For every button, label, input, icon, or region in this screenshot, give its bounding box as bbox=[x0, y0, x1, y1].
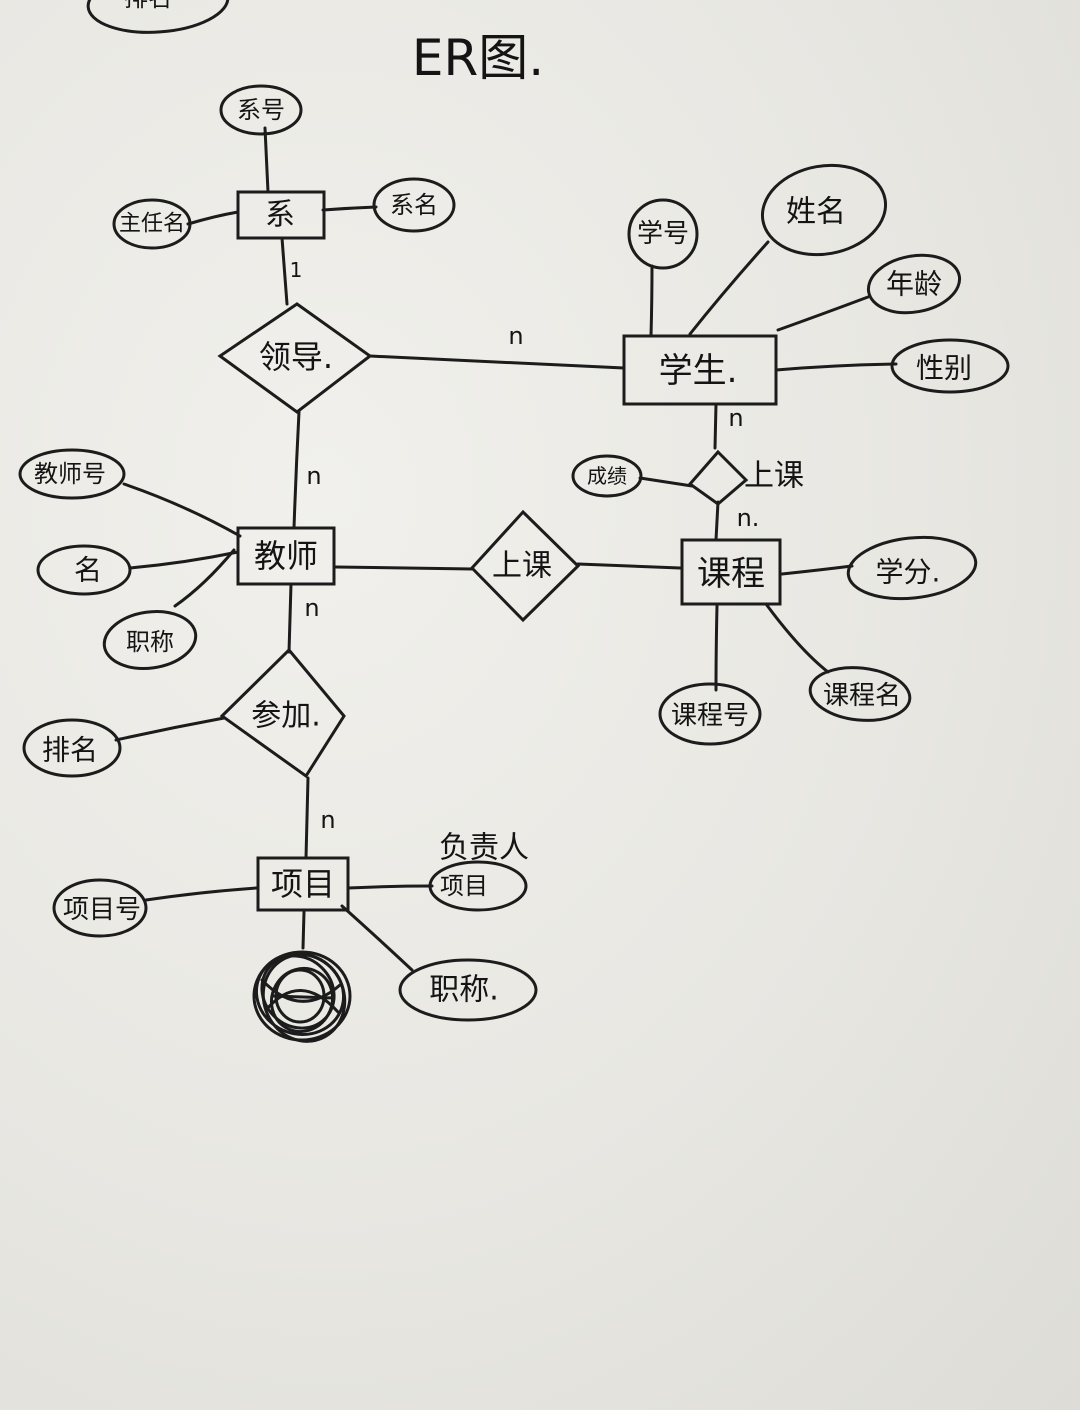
attr-p-no-label: 项目号 bbox=[63, 895, 141, 925]
attr-dept-no-label: 系号 bbox=[237, 96, 285, 124]
entity-student-label: 学生. bbox=[659, 351, 738, 391]
attr-rank-ellipse bbox=[22, 718, 122, 778]
attr-stu-age-label: 年龄 bbox=[886, 268, 942, 301]
card-attend-course: n. bbox=[737, 504, 760, 532]
entity-teacher-label: 教师 bbox=[254, 537, 318, 575]
attr-dept-head-ellipse bbox=[112, 198, 192, 250]
attr-p-lead-label: 项目 bbox=[440, 872, 488, 900]
attr-p-lead-ellipse bbox=[428, 860, 528, 912]
entity-course-label: 课程 bbox=[697, 554, 765, 594]
attr-c-credit-ellipse bbox=[846, 535, 978, 601]
entity-course-box bbox=[680, 538, 782, 606]
rel-lead-diamond bbox=[217, 302, 373, 414]
card-join-project: n bbox=[320, 806, 335, 834]
connector-lines bbox=[114, 126, 898, 972]
attr-t-name-ellipse bbox=[36, 544, 132, 596]
attr-dept-head-label: 主任名 bbox=[119, 212, 185, 237]
attr-t-name-label: 名 bbox=[74, 554, 102, 587]
attr-dept-name-ellipse bbox=[372, 177, 456, 233]
attr-score-label: 成绩 bbox=[587, 464, 627, 488]
card-student-attend: n bbox=[728, 404, 743, 432]
attr-stu-sex-label: 性别 bbox=[916, 352, 972, 385]
attr-stu-sex-ellipse bbox=[890, 338, 1010, 394]
attr-c-name-ellipse bbox=[808, 666, 912, 722]
card-lead-teacher: n bbox=[306, 462, 321, 490]
rel-lead-label: 领导. bbox=[259, 338, 333, 376]
attr-c-no-label: 课程号 bbox=[671, 701, 749, 731]
entity-teacher-box bbox=[236, 526, 336, 586]
rel-attend-diamond bbox=[687, 449, 749, 506]
card-teacher-join: n bbox=[304, 594, 319, 622]
attr-p-title-label: 职称. bbox=[429, 973, 499, 1008]
attr-cut-top-ellipse bbox=[86, 0, 230, 34]
rel-attend-label: 上课 bbox=[744, 459, 804, 494]
scribbled-attribute bbox=[252, 950, 352, 1043]
entity-dept-label: 系 bbox=[265, 198, 295, 233]
attr-t-no-ellipse bbox=[18, 448, 126, 500]
attr-cut-top-label: 排名 bbox=[124, 0, 172, 12]
attr-c-no-ellipse bbox=[658, 682, 762, 746]
rel-teach-label: 上课 bbox=[492, 549, 552, 584]
attr-c-name-label: 课程名 bbox=[823, 681, 901, 711]
card-dept-lead: 1 bbox=[290, 258, 303, 282]
attr-c-credit-label: 学分. bbox=[876, 556, 941, 589]
attr-stu-name-label: 姓名 bbox=[786, 195, 846, 230]
attr-t-title-label: 职称 bbox=[126, 628, 174, 656]
rel-teach-diamond bbox=[469, 509, 581, 623]
attr-score-ellipse bbox=[571, 454, 643, 498]
attr-p-title-ellipse bbox=[398, 958, 538, 1022]
attr-stu-no-ellipse bbox=[627, 198, 699, 270]
entity-project-box bbox=[256, 856, 350, 912]
attr-stu-no-label: 学号 bbox=[637, 219, 689, 249]
entity-student-box bbox=[622, 334, 778, 406]
rel-join-diamond bbox=[219, 647, 346, 779]
card-lead-student: n bbox=[508, 322, 523, 350]
attr-rank-label: 排名 bbox=[42, 734, 98, 767]
entity-project-label: 项目 bbox=[271, 865, 335, 903]
attr-p-lead-note: 负责人 bbox=[439, 831, 529, 866]
attr-stu-age-ellipse bbox=[866, 253, 962, 315]
attr-dept-name-label: 系名 bbox=[390, 191, 438, 219]
attr-t-title-ellipse bbox=[102, 610, 198, 670]
diagram-title: ER图. bbox=[412, 29, 544, 87]
rel-join-label: 参加. bbox=[251, 699, 321, 734]
entity-dept-box bbox=[236, 190, 326, 240]
attr-p-no-ellipse bbox=[52, 878, 148, 938]
attr-dept-no-ellipse bbox=[219, 84, 303, 136]
attr-t-no-label: 教师号 bbox=[34, 460, 106, 488]
attr-stu-name-ellipse bbox=[760, 163, 888, 257]
